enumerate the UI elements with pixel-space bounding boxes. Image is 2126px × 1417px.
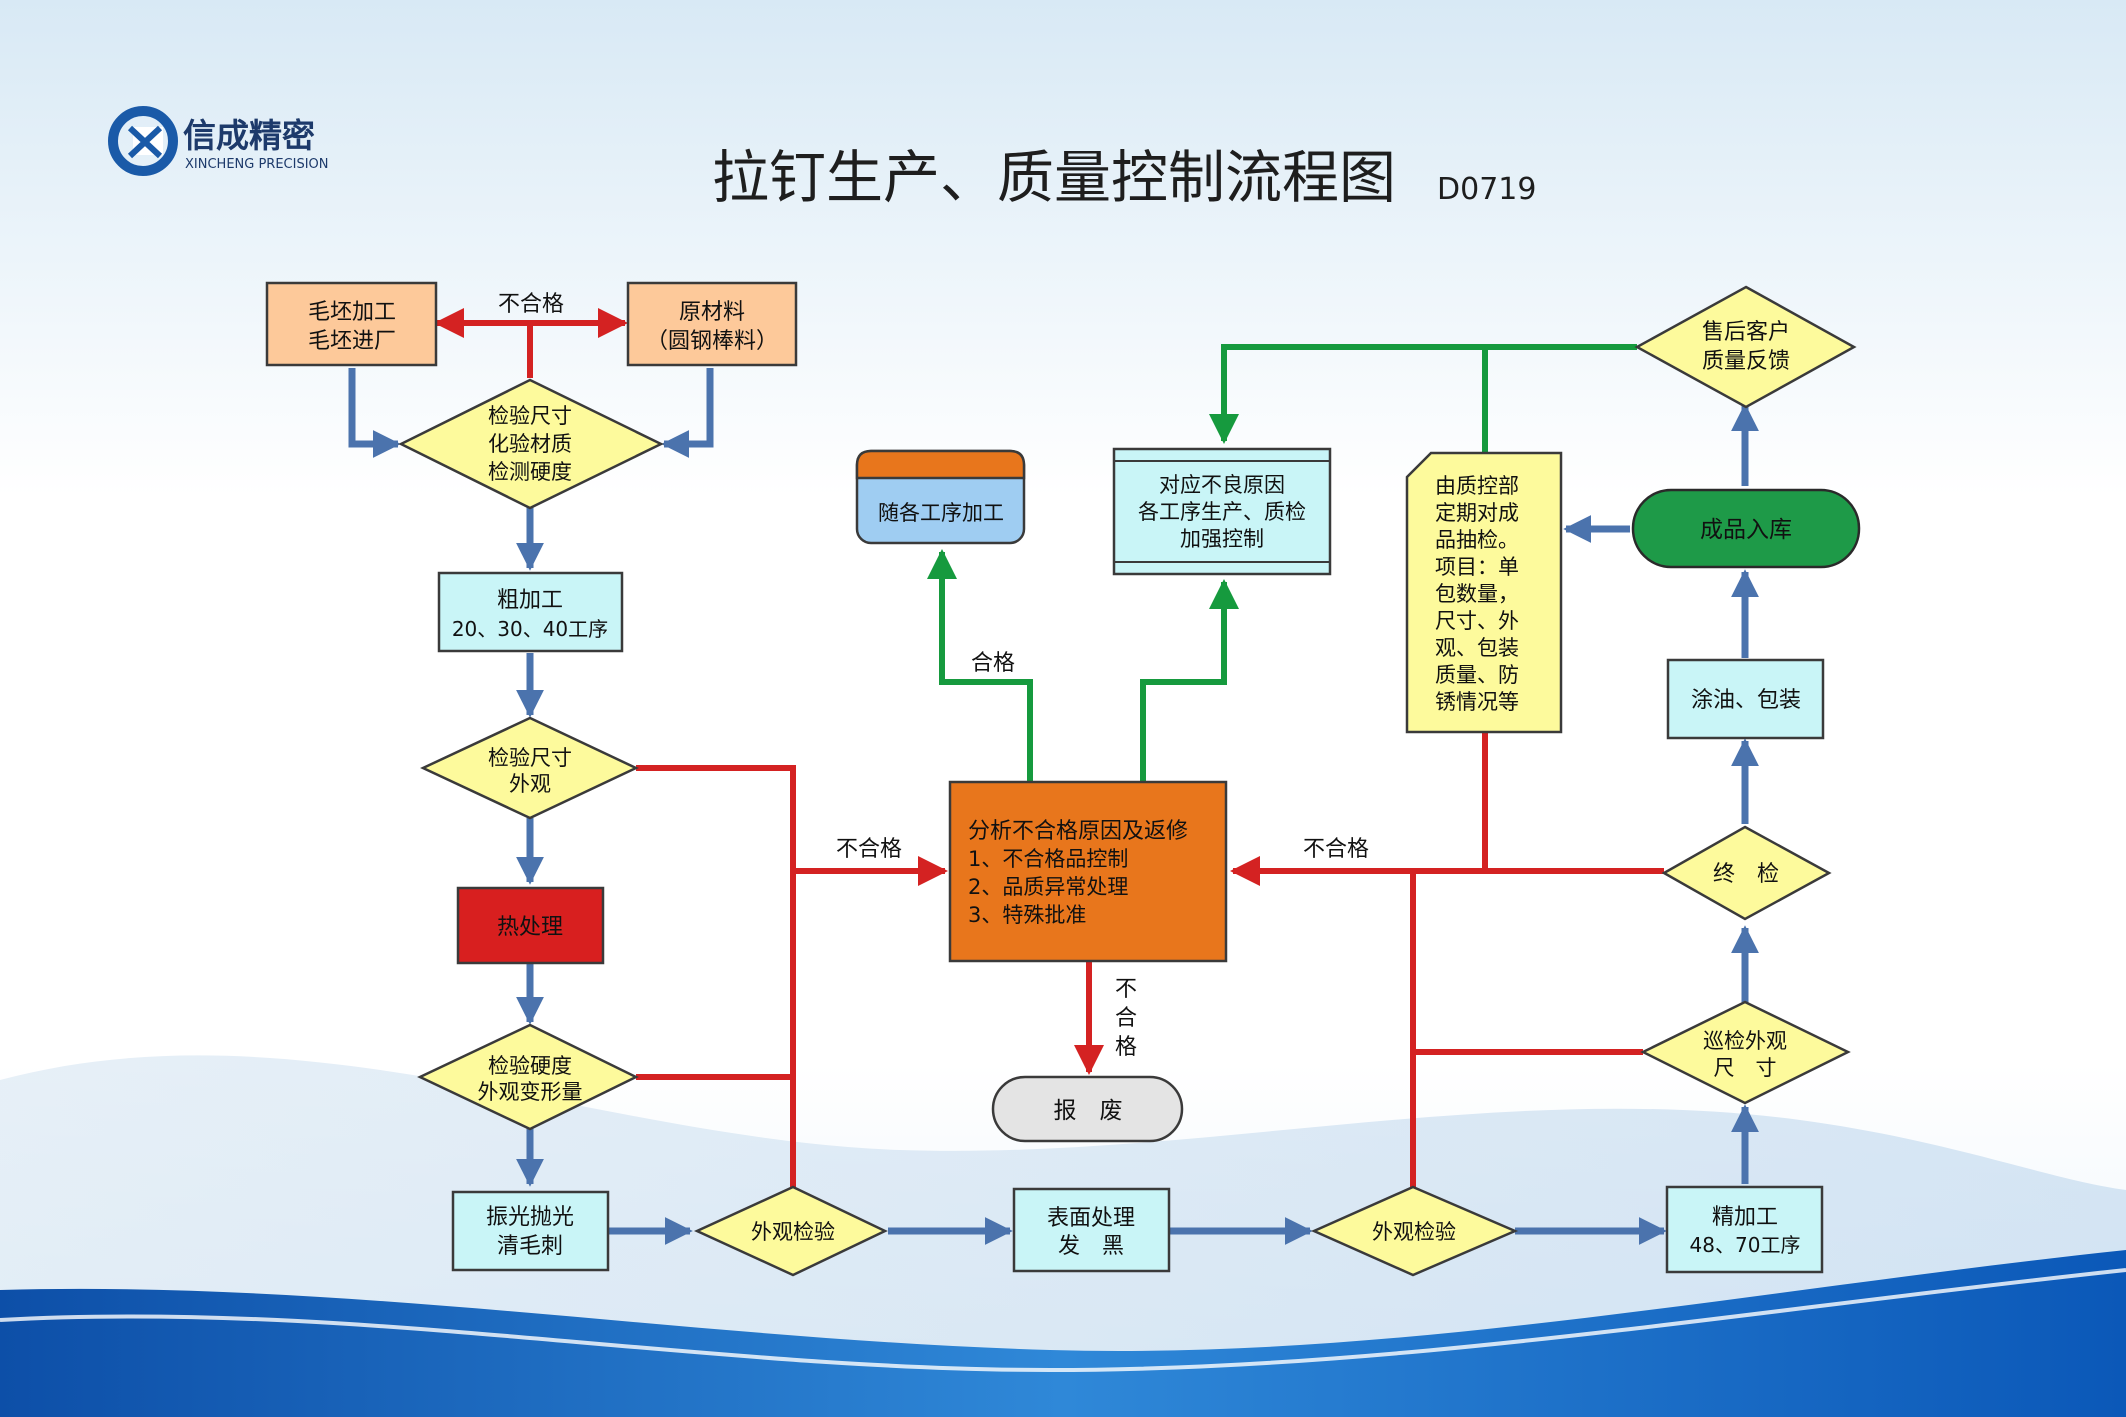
arrow-analysis-to-countermeasure [1140, 579, 1239, 781]
node-blank-line1: 毛坯加工 [308, 300, 396, 325]
node-qc-line5: 包数量， [1435, 582, 1519, 606]
background-wave-white [0, 1268, 2126, 1373]
label-fail-down-2: 合 [1115, 1006, 1137, 1031]
arrow-pass-to-follow [927, 549, 1033, 781]
node-qc-line7: 观、包装 [1435, 636, 1519, 660]
node-analysis-line1: 分析不合格原因及返修 [968, 819, 1188, 844]
line-inspect2-fail [636, 765, 796, 1187]
node-aftersale-line1: 售后客户 [1702, 320, 1790, 345]
node-inspect3-line2: 外观变形量 [478, 1080, 583, 1104]
node-qc-line9: 锈情况等 [1435, 690, 1519, 714]
node-oil-packaging: 涂油、包装 [1666, 658, 1825, 740]
node-visual2-label: 外观检验 [1372, 1220, 1456, 1244]
node-inspect-incoming: 检验尺寸 化验材质 检测硬度 [398, 378, 664, 510]
node-blank-line2: 毛坯进厂 [308, 329, 396, 354]
node-follow-process: 随各工序加工 [855, 449, 1026, 545]
node-countermeasure-line2: 各工序生产、质检 [1138, 500, 1306, 524]
node-rough-line1: 粗加工 [497, 588, 563, 613]
node-heat-label: 热处理 [497, 915, 563, 940]
node-raw-line2: （圆钢棒料） [646, 329, 778, 354]
blue-connectors [348, 368, 1759, 1245]
node-blank-material: 毛坯加工 毛坯进厂 [265, 281, 438, 367]
background-wave-blue [0, 1250, 2126, 1417]
node-qc-line8: 质量、防 [1435, 663, 1519, 687]
node-final-label: 终 检 [1713, 862, 1779, 887]
node-finish-machining: 精加工 48、70工序 [1665, 1185, 1824, 1274]
node-scrap: 报 废 [991, 1075, 1184, 1143]
node-raw-material: 原材料 （圆钢棒料） [626, 281, 798, 367]
node-patrol-inspection: 巡检外观 尺 寸 [1640, 1000, 1851, 1105]
brand-name-cn: 信成精密 [183, 116, 315, 155]
node-inspect1-line3: 检测硬度 [488, 460, 572, 484]
node-patrol-line2: 尺 寸 [1714, 1056, 1777, 1080]
node-vibro-line1: 振光抛光 [486, 1205, 574, 1230]
node-finished-goods-storage: 成品入库 [1631, 488, 1861, 569]
label-fail-down-3: 格 [1115, 1035, 1137, 1060]
node-surface-line2: 发 黑 [1058, 1234, 1124, 1259]
node-qc-line4: 项目：单 [1435, 555, 1519, 579]
node-countermeasure-line1: 对应不良原因 [1159, 473, 1285, 497]
node-failure-analysis: 分析不合格原因及返修 1、不合格品控制 2、品质异常处理 3、特殊批准 [948, 780, 1228, 963]
node-finish-line2: 48、70工序 [1690, 1233, 1801, 1257]
node-inspect-hardness: 检验硬度 外观变形量 [417, 1023, 639, 1131]
node-aftersale-feedback: 售后客户 质量反馈 [1634, 285, 1857, 409]
node-follow-label: 随各工序加工 [878, 501, 1004, 525]
node-aftersale-line2: 质量反馈 [1702, 349, 1790, 374]
node-inspect3-line1: 检验硬度 [488, 1054, 572, 1078]
node-rough-line2: 20、30、40工序 [452, 617, 608, 641]
logo-emblem [108, 106, 178, 176]
node-qc-line1: 由质控部 [1435, 474, 1519, 498]
arrow-blank-to-inspect1 [348, 368, 401, 458]
node-inspect1-line1: 检验尺寸 [488, 404, 572, 428]
red-connectors [434, 308, 1664, 1187]
node-raw-line1: 原材料 [679, 300, 745, 325]
node-surface-line1: 表面处理 [1047, 1206, 1135, 1231]
node-oil-label: 涂油、包装 [1691, 688, 1801, 713]
label-pass: 合格 [971, 651, 1015, 676]
node-heat-treatment: 热处理 [456, 886, 605, 965]
node-inspect1-line2: 化验材质 [488, 432, 572, 456]
node-visual-inspection-1: 外观检验 [693, 1185, 888, 1277]
node-visual-inspection-2: 外观检验 [1310, 1185, 1519, 1277]
logo: 信成精密 XINCHENG PRECISION [108, 106, 329, 176]
node-visual1-label: 外观检验 [751, 1220, 835, 1244]
node-stock-label: 成品入库 [1700, 517, 1792, 543]
arrow-aftersale-to-countermeasure [1209, 344, 1637, 444]
green-connectors [927, 344, 1637, 781]
node-countermeasure: 对应不良原因 各工序生产、质检 加强控制 [1112, 447, 1332, 576]
label-fail-top: 不合格 [498, 292, 564, 317]
arrow-raw-to-inspect1 [661, 368, 714, 458]
node-analysis-line2: 1、不合格品控制 [968, 847, 1128, 871]
node-qc-line6: 尺寸、外 [1435, 609, 1519, 633]
node-inspect-size-appearance: 检验尺寸 外观 [420, 716, 639, 820]
node-final-inspection: 终 检 [1661, 825, 1832, 921]
node-analysis-line4: 3、特殊批准 [968, 903, 1086, 927]
node-scrap-label: 报 废 [1054, 1098, 1123, 1124]
node-vibro-line2: 清毛刺 [497, 1234, 563, 1259]
node-qc-line3: 品抽检。 [1435, 528, 1519, 552]
node-inspect2-line2: 外观 [509, 772, 551, 796]
document-code: D0719 [1437, 172, 1536, 207]
page-title: 拉钉生产、质量控制流程图 [712, 145, 1396, 211]
label-fail-right: 不合格 [1303, 837, 1369, 862]
node-countermeasure-line3: 加强控制 [1180, 527, 1264, 551]
node-vibration-polishing: 振光抛光 清毛刺 [451, 1190, 610, 1272]
label-fail-down-1: 不 [1115, 977, 1137, 1002]
node-analysis-line3: 2、品质异常处理 [968, 875, 1128, 899]
brand-name-en: XINCHENG PRECISION [185, 157, 329, 172]
node-qc-sampling-note: 由质控部 定期对成 品抽检。 项目：单 包数量， 尺寸、外 观、包装 质量、防 … [1405, 451, 1563, 734]
node-surface-treatment: 表面处理 发 黑 [1012, 1187, 1171, 1273]
node-patrol-line1: 巡检外观 [1703, 1029, 1787, 1053]
node-qc-line2: 定期对成 [1435, 501, 1519, 525]
node-finish-line1: 精加工 [1712, 1205, 1778, 1230]
node-rough-machining: 粗加工 20、30、40工序 [437, 571, 624, 653]
label-fail-left: 不合格 [836, 837, 902, 862]
node-inspect2-line1: 检验尺寸 [488, 746, 572, 770]
